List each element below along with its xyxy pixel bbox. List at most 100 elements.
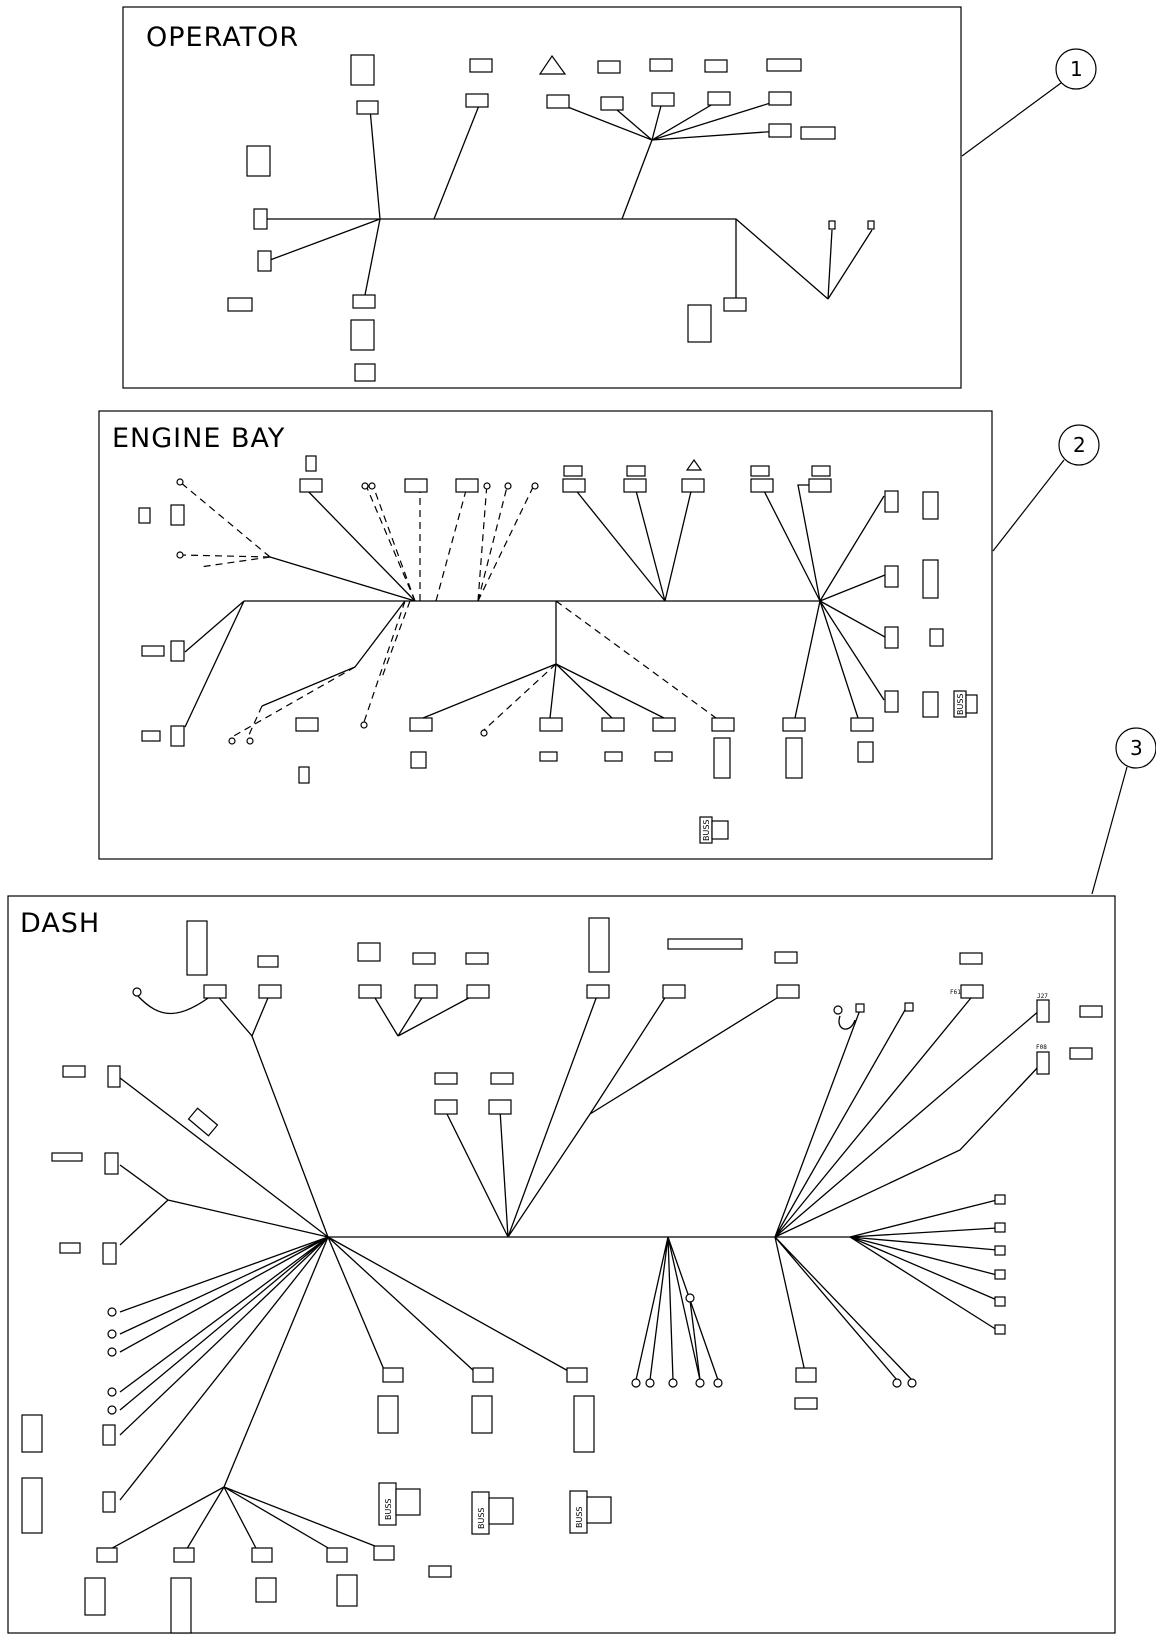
connector-face-icon <box>141 730 161 742</box>
connector-face-icon <box>604 751 623 762</box>
connector-icon <box>203 984 227 999</box>
connector-icon <box>651 92 675 107</box>
connector-face-icon <box>1069 1047 1093 1060</box>
connector-face-icon <box>170 1577 192 1634</box>
engine-bay-panel <box>98 410 993 860</box>
ring-terminal-icon <box>713 1378 723 1388</box>
connector-face-icon <box>922 691 939 718</box>
connector-icon <box>295 717 319 732</box>
ring-terminal-icon <box>361 482 369 490</box>
connector-face-icon <box>649 58 673 72</box>
ring-terminal-icon <box>176 478 184 486</box>
connector-face-icon <box>21 1477 43 1534</box>
connector-icon <box>170 504 185 526</box>
fuse-block-icon: BUSS <box>953 690 978 718</box>
ring-terminal-icon <box>107 1405 117 1415</box>
connector-face-icon <box>597 60 621 74</box>
connector-face-icon <box>490 1072 514 1085</box>
connector-face-icon <box>704 59 728 73</box>
connector-face-icon <box>929 628 944 647</box>
connector-icon <box>258 984 282 999</box>
connector-face-icon <box>1079 1005 1103 1018</box>
connector-icon <box>358 984 382 999</box>
buss-label: BUSS <box>575 1507 584 1529</box>
connector-face-icon <box>713 737 731 779</box>
connector-face-icon <box>538 54 567 75</box>
dash-title: DASH <box>20 908 100 939</box>
connector-icon <box>465 93 489 108</box>
connector-face-icon <box>428 1565 452 1578</box>
ring-terminal-icon <box>368 482 376 490</box>
connector-icon <box>711 717 735 732</box>
ring-terminal-icon <box>107 1307 117 1317</box>
ring-terminal-icon <box>107 1329 117 1339</box>
connector-icon <box>472 1367 494 1383</box>
connector-icon <box>884 565 899 588</box>
dash-harness <box>104 992 1041 1553</box>
callout-2-number: 2 <box>1073 433 1086 457</box>
ring-terminal-icon <box>176 551 184 559</box>
operator-harness <box>261 99 873 303</box>
connector-icon <box>257 250 272 272</box>
connector-icon <box>102 1242 117 1265</box>
ring-terminal-icon <box>107 1347 117 1357</box>
connector-face-icon <box>357 942 381 962</box>
connector-icon <box>1036 999 1050 1023</box>
callout-3-number: 3 <box>1130 736 1143 760</box>
connector-icon <box>546 94 570 109</box>
engine-bay-title: ENGINE BAY <box>112 423 285 454</box>
connector-face-icon <box>465 952 489 965</box>
connector-icon <box>808 478 832 493</box>
ring-terminal-icon <box>504 482 512 490</box>
ring-terminal-icon <box>531 482 539 490</box>
connector-icon <box>994 1296 1006 1307</box>
connector-icon <box>539 717 563 732</box>
ring-terminal-icon <box>695 1378 705 1388</box>
connector-icon <box>96 1547 118 1563</box>
ring-terminal-icon <box>631 1378 641 1388</box>
operator-title: OPERATOR <box>146 22 299 53</box>
connector-face-icon <box>573 1395 595 1453</box>
connector-face-icon <box>21 1414 43 1453</box>
ring-terminal-icon <box>107 1387 117 1397</box>
connector-face-icon <box>59 1242 81 1254</box>
ring-terminal-icon <box>228 737 236 745</box>
dash-panel <box>7 895 1116 1634</box>
connector-icon <box>466 984 490 999</box>
connector-icon <box>102 1424 116 1446</box>
connector-icon <box>404 478 428 493</box>
connector-face-icon <box>774 951 798 964</box>
connector-icon <box>884 626 899 649</box>
connector-face-icon <box>377 1395 399 1434</box>
connector-face-icon <box>667 938 743 950</box>
connector-icon <box>623 478 647 493</box>
connector-icon <box>107 1065 121 1088</box>
fuse-block-icon: BUSS <box>569 1490 612 1534</box>
connector-icon <box>782 717 806 732</box>
connector-face-icon <box>959 952 983 965</box>
ring-terminal-icon <box>892 1378 902 1388</box>
ring-terminal-icon <box>907 1378 917 1388</box>
connector-face-icon <box>685 458 703 471</box>
connector-icon <box>356 100 379 115</box>
callout-2: 2 <box>992 424 1100 552</box>
callout-1-number: 1 <box>1070 57 1083 81</box>
connector-icon <box>884 490 899 513</box>
connector-icon <box>586 984 610 999</box>
connector-face-icon <box>138 507 151 524</box>
connector-face-icon <box>922 559 939 599</box>
fuse-block-icon: BUSS <box>471 1491 514 1535</box>
connector-icon <box>409 717 433 732</box>
connector-face-icon <box>811 465 831 477</box>
connector-face-icon <box>750 465 770 477</box>
ring-terminal-icon <box>668 1378 678 1388</box>
connector-icon <box>994 1245 1006 1256</box>
connector-face-icon <box>257 955 279 968</box>
connector-icon <box>768 123 792 138</box>
connector-icon <box>960 984 984 999</box>
callout-3: 3 <box>1091 727 1156 895</box>
connector-face-icon <box>51 1152 83 1162</box>
fuse-label-f61: F61 <box>950 989 961 996</box>
ring-terminal-icon <box>833 1005 843 1015</box>
